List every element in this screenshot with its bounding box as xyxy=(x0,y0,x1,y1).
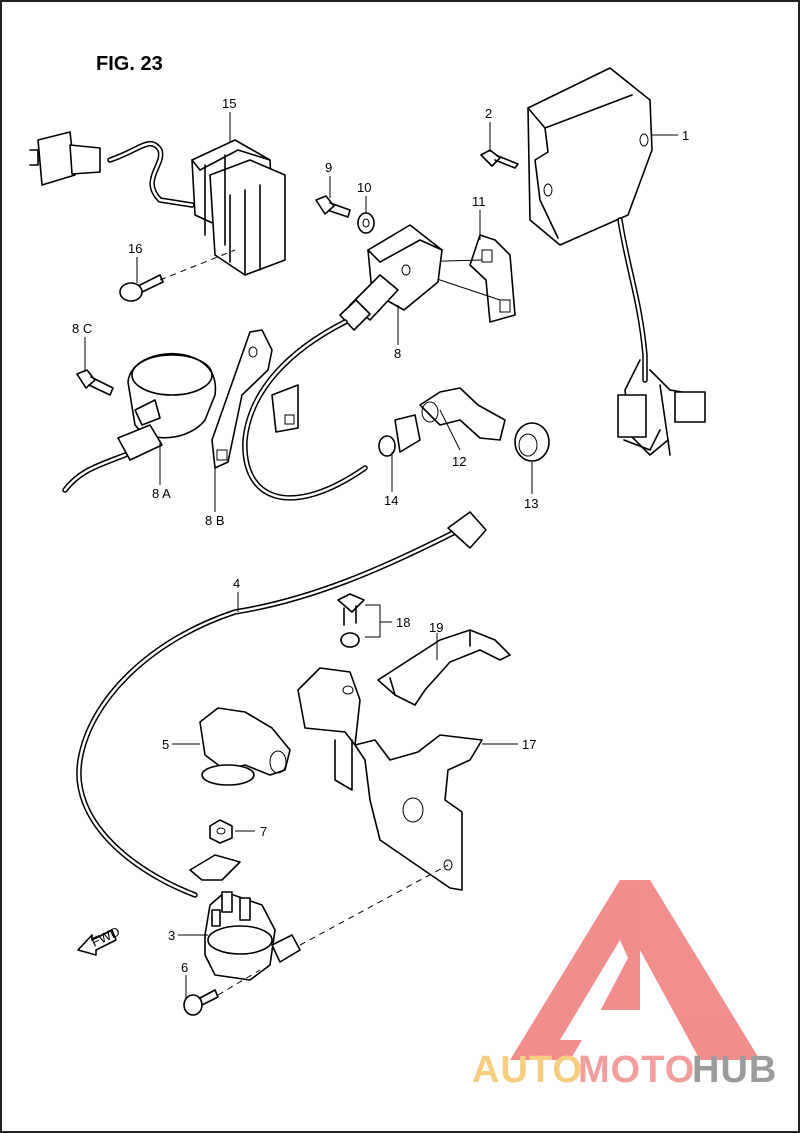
part-2-screw[interactable] xyxy=(480,149,519,169)
label-3: 3 xyxy=(168,928,175,943)
part-1-cdi-unit[interactable] xyxy=(527,67,706,456)
label-12: 12 xyxy=(452,454,466,469)
label-18: 18 xyxy=(396,615,410,630)
label-17: 17 xyxy=(522,737,536,752)
label-8a: 8 A xyxy=(152,486,171,501)
part-14-cap[interactable] xyxy=(378,414,421,457)
label-8b: 8 B xyxy=(205,513,225,528)
part-8b-bracket[interactable] xyxy=(211,329,299,469)
label-19: 19 xyxy=(429,620,443,635)
watermark-hub: HUB xyxy=(692,1049,777,1091)
watermark-logo: AUTO MOTO HUB xyxy=(472,880,777,1091)
part-7-nut[interactable] xyxy=(209,819,233,844)
part-9-screw[interactable] xyxy=(315,195,351,218)
part-4-lead-wire[interactable] xyxy=(76,511,487,898)
watermark-auto: AUTO xyxy=(472,1049,583,1091)
part-8c-screw[interactable] xyxy=(76,369,114,396)
part-17-bracket-plate[interactable] xyxy=(297,667,483,891)
label-8: 8 xyxy=(394,346,401,361)
frame-right-edge xyxy=(798,0,800,1133)
label-16: 16 xyxy=(128,241,142,256)
figure-title: FIG. 23 xyxy=(96,53,163,75)
part-18-bolt-washer[interactable] xyxy=(337,593,365,648)
part-5-boot[interactable] xyxy=(199,707,291,786)
watermark-moto: MOTO xyxy=(578,1049,695,1091)
fwd-direction-arrow: FWD xyxy=(77,924,122,956)
frame-left-edge xyxy=(0,0,2,1133)
part-15-regulator-rectifier[interactable] xyxy=(29,131,286,276)
label-5: 5 xyxy=(162,737,169,752)
label-11: 11 xyxy=(472,194,486,209)
label-14: 14 xyxy=(384,493,398,508)
part-12-plug-cap[interactable] xyxy=(419,387,506,441)
part-6-screw[interactable] xyxy=(183,969,261,1016)
label-1: 1 xyxy=(682,128,689,143)
leader-lines xyxy=(84,112,678,998)
label-10: 10 xyxy=(357,180,371,195)
part-8a-coil[interactable] xyxy=(62,353,217,493)
label-2: 2 xyxy=(485,106,492,121)
label-9: 9 xyxy=(325,160,332,175)
part-labels: 1 2 3 4 5 6 7 8 8 A 8 B 8 C 9 10 11 12 1… xyxy=(72,96,689,975)
part-8-ignition-coil[interactable] xyxy=(242,224,443,501)
part-3-starter-relay[interactable] xyxy=(189,854,449,981)
part-13-seal[interactable] xyxy=(514,422,550,462)
label-7: 7 xyxy=(260,824,267,839)
label-4: 4 xyxy=(233,576,240,591)
label-8c: 8 C xyxy=(72,321,92,336)
label-15: 15 xyxy=(222,96,236,111)
part-19-clamp[interactable] xyxy=(377,629,511,706)
label-13: 13 xyxy=(524,496,538,511)
label-6: 6 xyxy=(181,960,188,975)
part-16-screw[interactable] xyxy=(119,249,236,302)
part-10-washer[interactable] xyxy=(357,212,375,234)
